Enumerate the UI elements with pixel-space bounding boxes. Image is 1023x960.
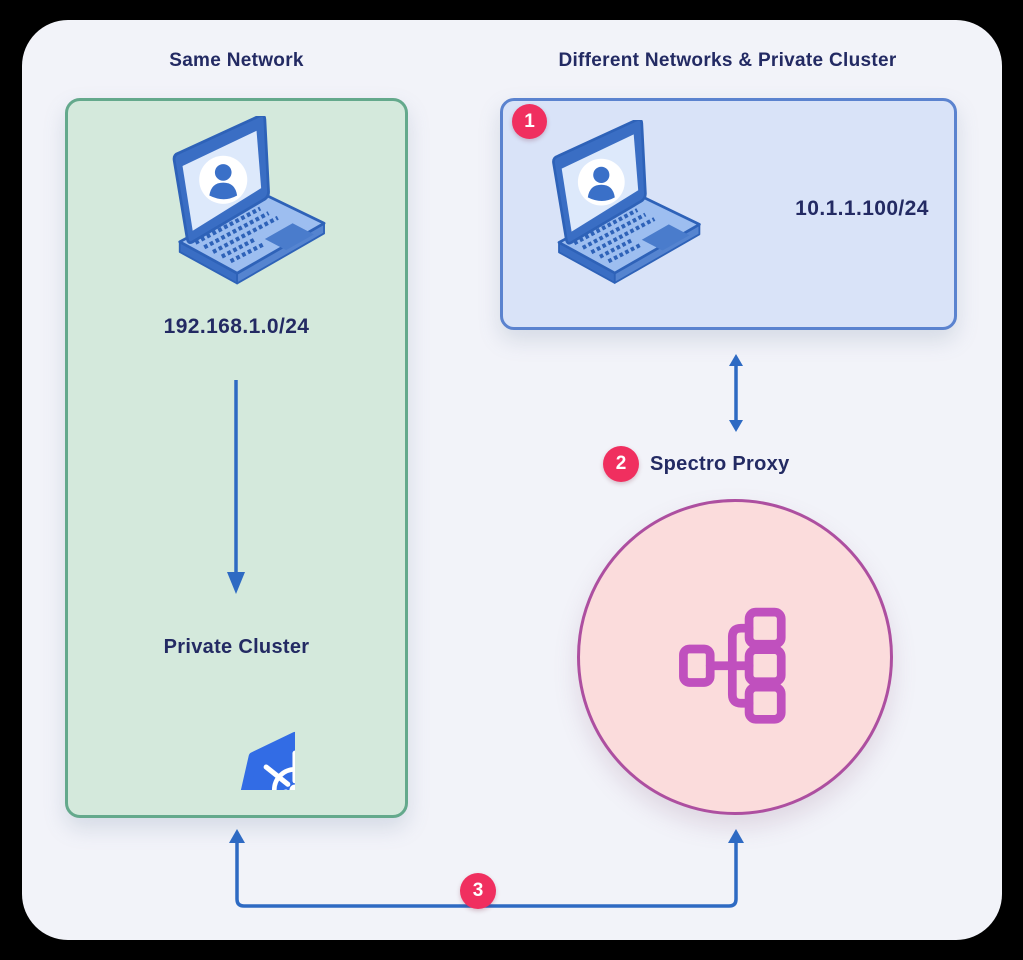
down-arrow-icon: [227, 380, 245, 594]
spectro-proxy-circle: [577, 499, 893, 815]
kubernetes-logo: [177, 672, 295, 790]
same-network-title: Same Network: [169, 50, 304, 71]
same-network-cidr: 192.168.1.0/24: [163, 315, 310, 338]
different-networks-title: Different Networks & Private Cluster: [558, 50, 897, 71]
step-1-badge: 1: [512, 104, 547, 139]
step-3-badge: 3: [460, 873, 496, 909]
step-2-badge: 2: [603, 446, 639, 482]
private-cluster-label: Private Cluster: [163, 636, 310, 658]
laptop-user-icon: [152, 116, 337, 301]
different-network-cidr: 10.1.1.100/24: [795, 197, 929, 220]
laptop-user-icon: [532, 120, 712, 300]
network-tree-icon: [678, 590, 792, 724]
spectro-proxy-label: Spectro Proxy: [650, 453, 790, 475]
double-arrow-icon: [729, 354, 743, 432]
